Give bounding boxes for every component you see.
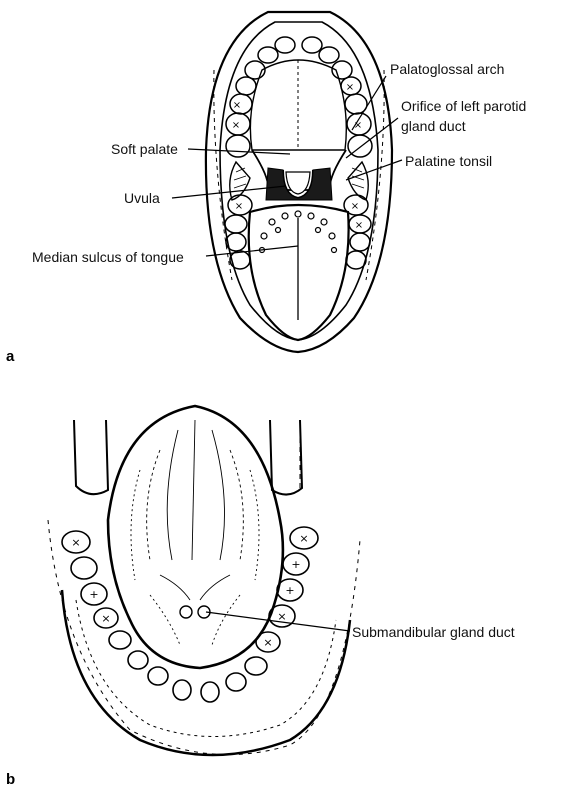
svg-text:×: × xyxy=(233,100,241,111)
svg-text:×: × xyxy=(101,612,110,625)
svg-text:×: × xyxy=(263,636,272,649)
svg-text:+: + xyxy=(89,588,98,601)
upper-teeth-left: × × xyxy=(225,36,296,158)
svg-text:×: × xyxy=(354,120,362,131)
panel-a-illustration: × × × × xyxy=(204,10,394,354)
label-parotid-orifice-line1: Orifice of left parotid xyxy=(401,98,526,114)
label-uvula: Uvula xyxy=(124,190,160,206)
lower-teeth-left: × xyxy=(224,194,253,270)
tongue-underside xyxy=(106,404,285,670)
panel-a-leader-lines xyxy=(171,75,403,257)
label-parotid-orifice-line2: gland duct xyxy=(401,118,466,134)
panel-b-illustration: × + × × × + + × xyxy=(47,404,361,757)
svg-text:×: × xyxy=(355,220,363,231)
svg-text:×: × xyxy=(346,82,354,93)
svg-text:+: + xyxy=(285,584,294,597)
panel-letter-b: b xyxy=(6,771,15,788)
svg-text:+: + xyxy=(291,558,300,571)
label-palatine-tonsil: Palatine tonsil xyxy=(405,153,492,169)
label-soft-palate: Soft palate xyxy=(111,141,178,157)
svg-text:×: × xyxy=(232,120,240,131)
lower-teeth-right: × × xyxy=(343,194,372,270)
panel-letter-a: a xyxy=(6,348,15,365)
svg-text:×: × xyxy=(299,532,308,545)
upper-teeth-right: × × xyxy=(301,36,373,158)
label-submandibular-gland-duct: Submandibular gland duct xyxy=(352,624,515,640)
lower-dental-arch xyxy=(61,526,319,703)
svg-text:×: × xyxy=(277,610,286,623)
svg-text:×: × xyxy=(351,201,359,212)
svg-text:×: × xyxy=(235,201,243,212)
label-palatoglossal-arch: Palatoglossal arch xyxy=(390,61,504,77)
leader-submandibular-duct xyxy=(205,611,351,632)
svg-text:×: × xyxy=(71,536,80,549)
label-median-sulcus: Median sulcus of tongue xyxy=(32,249,184,265)
tongue-dorsum xyxy=(247,203,350,342)
